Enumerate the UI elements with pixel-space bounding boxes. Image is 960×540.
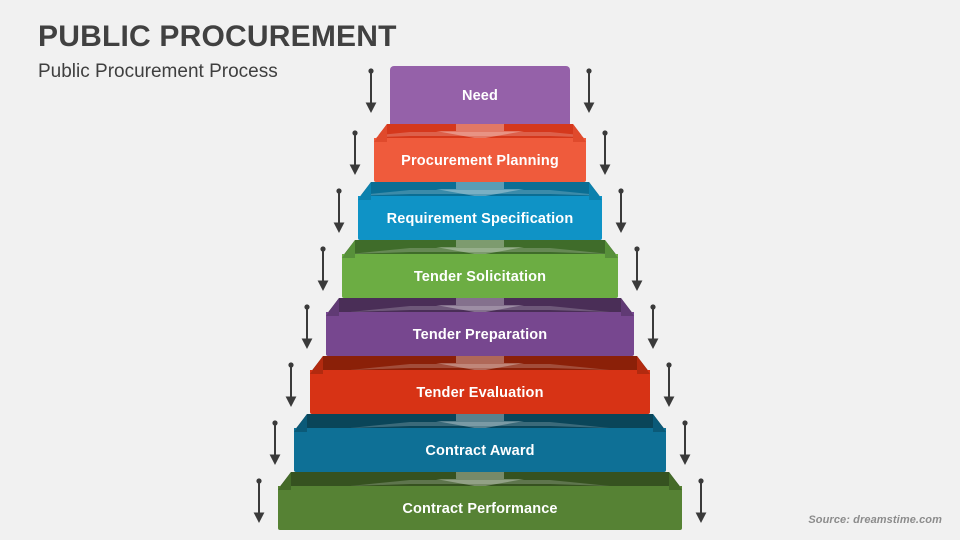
pyramid-step-requirement-specification[interactable]: Requirement Specification <box>358 182 602 244</box>
page-title: PUBLIC PROCUREMENT <box>38 20 397 53</box>
step-label: Procurement Planning <box>401 153 559 169</box>
flow-arrow-down-right-tender-preparation <box>646 304 660 350</box>
step-bevel-left <box>358 182 371 200</box>
flow-arrow-down-left-requirement-specification <box>332 188 346 234</box>
step-label: Contract Award <box>425 443 535 459</box>
step-front-face: Requirement Specification <box>358 196 602 240</box>
step-bevel-left <box>278 472 291 490</box>
step-front-face: Contract Award <box>294 428 666 472</box>
step-bevel-left <box>374 124 387 142</box>
slide-header: PUBLIC PROCUREMENT Public Procurement Pr… <box>38 18 598 85</box>
step-front-face: Contract Performance <box>278 486 682 530</box>
step-bevel-right <box>653 414 666 432</box>
step-top-slab <box>342 240 618 257</box>
flow-arrow-down-left-contract-award <box>268 420 282 466</box>
step-top-flare <box>374 127 586 138</box>
flow-arrow-down-left-tender-preparation <box>300 304 314 350</box>
step-top-slab <box>278 472 682 489</box>
step-down-chevron-icon <box>428 124 532 139</box>
pyramid-step-contract-award[interactable]: Contract Award <box>294 414 666 476</box>
step-bevel-right <box>669 472 682 490</box>
flow-arrow-down-left-tender-solicitation <box>316 246 330 292</box>
step-bevel-left <box>342 240 355 258</box>
step-front-face: Procurement Planning <box>374 138 586 182</box>
step-front-face: Need <box>390 66 570 124</box>
flow-arrow-down-left-need <box>364 68 378 114</box>
flow-arrow-down-left-contract-performance <box>252 478 266 524</box>
step-top-flare <box>350 475 610 486</box>
step-bevel-right <box>573 124 586 142</box>
pyramid-step-tender-preparation[interactable]: Tender Preparation <box>326 298 634 360</box>
step-label: Contract Performance <box>402 501 558 517</box>
step-top-face <box>342 240 618 257</box>
step-top-face <box>310 356 650 373</box>
step-bevel-right <box>621 298 634 316</box>
page-subtitle: Public Procurement Process <box>38 61 278 82</box>
step-label: Requirement Specification <box>386 211 574 227</box>
pyramid-step-procurement-planning[interactable]: Procurement Planning <box>374 124 586 186</box>
flow-arrow-down-right-contract-performance <box>694 478 708 524</box>
flow-arrow-down-right-need <box>582 68 596 114</box>
step-label: Tender Evaluation <box>416 385 544 401</box>
step-bevel-left <box>294 414 307 432</box>
step-down-chevron-icon <box>428 472 532 487</box>
flow-arrow-down-right-tender-solicitation <box>630 246 644 292</box>
step-bevel-right <box>589 182 602 200</box>
step-top-slab <box>294 414 666 431</box>
flow-arrow-down-right-procurement-planning <box>598 130 612 176</box>
step-top-flare <box>350 417 610 428</box>
step-down-chevron-icon <box>428 414 532 429</box>
flow-arrow-down-right-requirement-specification <box>614 188 628 234</box>
step-front-face: Tender Preparation <box>326 312 634 356</box>
step-label: Tender Solicitation <box>413 269 547 285</box>
step-top-slab <box>374 124 586 141</box>
step-top-flare <box>350 243 610 254</box>
step-top-flare <box>350 301 610 312</box>
pyramid-step-tender-evaluation[interactable]: Tender Evaluation <box>310 356 650 418</box>
step-down-chevron-icon <box>428 182 532 197</box>
step-top-slab <box>310 356 650 373</box>
step-top-face <box>278 472 682 489</box>
step-top-face <box>358 182 602 199</box>
flow-arrow-down-left-procurement-planning <box>348 130 362 176</box>
pyramid-step-contract-performance[interactable]: Contract Performance <box>278 472 682 534</box>
step-front-face: Tender Evaluation <box>310 370 650 414</box>
flow-arrow-down-right-tender-evaluation <box>662 362 676 408</box>
step-top-face <box>326 298 634 315</box>
step-top-face <box>294 414 666 431</box>
step-bevel-left <box>326 298 339 316</box>
step-bevel-left <box>310 356 323 374</box>
step-front-face: Tender Solicitation <box>342 254 618 298</box>
step-top-slab <box>358 182 602 199</box>
step-bevel-right <box>637 356 650 374</box>
step-down-chevron-icon <box>428 356 532 371</box>
step-top-face <box>374 124 586 141</box>
pyramid-step-tender-solicitation[interactable]: Tender Solicitation <box>342 240 618 302</box>
pyramid-step-need[interactable]: Need <box>390 66 570 128</box>
flow-arrow-down-left-tender-evaluation <box>284 362 298 408</box>
step-top-flare <box>350 359 610 370</box>
step-label: Tender Preparation <box>412 327 548 343</box>
source-attribution: Source: dreamstime.com <box>808 514 942 526</box>
step-label: Need <box>461 88 499 104</box>
step-top-flare <box>358 185 602 196</box>
flow-arrow-down-right-contract-award <box>678 420 692 466</box>
step-down-chevron-icon <box>428 240 532 255</box>
step-bevel-right <box>605 240 618 258</box>
step-down-chevron-icon <box>428 298 532 313</box>
step-top-slab <box>326 298 634 315</box>
